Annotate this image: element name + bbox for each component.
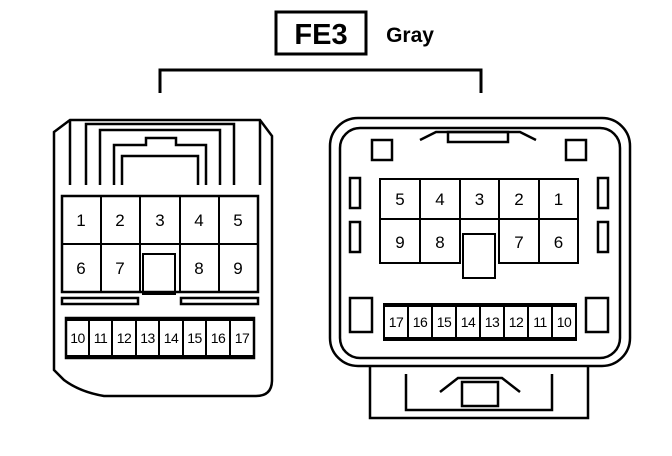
right-pin-label: 10 <box>557 314 572 330</box>
connector-code-box <box>274 10 368 56</box>
right-side-tab <box>584 296 610 334</box>
left-pin-label: 10 <box>70 330 85 346</box>
right-row3 <box>383 303 577 341</box>
right-pin-label: 12 <box>509 314 524 330</box>
right-pin-label: 5 <box>395 190 404 209</box>
right-side-tab <box>596 220 610 254</box>
right-cavity-6 <box>538 218 579 264</box>
left-pin-label: 1 <box>76 211 85 230</box>
left-pin-label: 7 <box>115 259 124 278</box>
right-pin-label: 8 <box>435 233 444 252</box>
left-pin-label: 2 <box>115 211 124 230</box>
right-housing <box>328 116 632 368</box>
left-key-bar-left <box>60 296 140 306</box>
right-cavity-10 <box>551 305 577 339</box>
left-key-slot <box>142 253 176 295</box>
left-cavity-7 <box>100 243 141 293</box>
left-key-bar-right <box>179 296 260 306</box>
left-pin-label: 11 <box>94 330 108 346</box>
left-pin-label: 14 <box>164 330 179 346</box>
connector-code: FE3 <box>294 19 347 51</box>
left-housing <box>52 118 274 398</box>
right-pin-label: 11 <box>533 314 547 330</box>
left-pin-label: 4 <box>194 211 203 230</box>
left-pin-label: 15 <box>187 330 202 346</box>
right-corner-hole-right <box>564 138 588 162</box>
grouping-bracket <box>158 68 483 93</box>
left-cavity-17 <box>229 319 255 357</box>
left-pin-label: 3 <box>155 211 164 230</box>
left-pin-label: 5 <box>233 211 242 230</box>
right-connector <box>328 116 632 420</box>
right-rows-1-2 <box>379 178 579 279</box>
right-pin-label: 14 <box>461 314 476 330</box>
left-pin-label: 12 <box>117 330 132 346</box>
right-pin-label: 9 <box>395 233 404 252</box>
right-side-tab <box>348 296 374 334</box>
right-cavity-8 <box>419 218 461 264</box>
left-cavity-9 <box>218 243 259 293</box>
right-pin-label: 7 <box>514 233 523 252</box>
left-pin-label: 8 <box>194 259 203 278</box>
left-pin-label: 6 <box>76 259 85 278</box>
right-pin-label: 13 <box>485 314 500 330</box>
right-pin-label: 2 <box>514 190 523 209</box>
right-pin-label: 17 <box>389 314 404 330</box>
right-key-slot <box>462 233 496 279</box>
right-bottom-latch <box>368 366 590 420</box>
left-pin-label: 9 <box>233 259 242 278</box>
right-pin-label: 6 <box>554 233 563 252</box>
right-side-tab <box>348 220 362 254</box>
left-row1 <box>61 195 259 295</box>
right-pin-label: 15 <box>437 314 452 330</box>
connector-color: Gray <box>386 24 434 47</box>
left-latch-outer <box>84 122 236 185</box>
right-side-tab <box>348 176 362 210</box>
left-row3 <box>65 319 255 357</box>
left-pin-label: 16 <box>211 330 226 346</box>
right-pin-label: 16 <box>413 314 428 330</box>
right-pin-label: 4 <box>435 190 444 209</box>
left-pin-label: 13 <box>140 330 155 346</box>
left-connector <box>52 118 274 398</box>
right-side-tab <box>596 176 610 210</box>
right-corner-hole-left <box>370 138 394 162</box>
left-latch-inner <box>112 136 208 185</box>
right-pin-label: 3 <box>475 190 484 209</box>
left-pin-label: 17 <box>235 330 250 346</box>
right-pin-label: 1 <box>554 190 563 209</box>
